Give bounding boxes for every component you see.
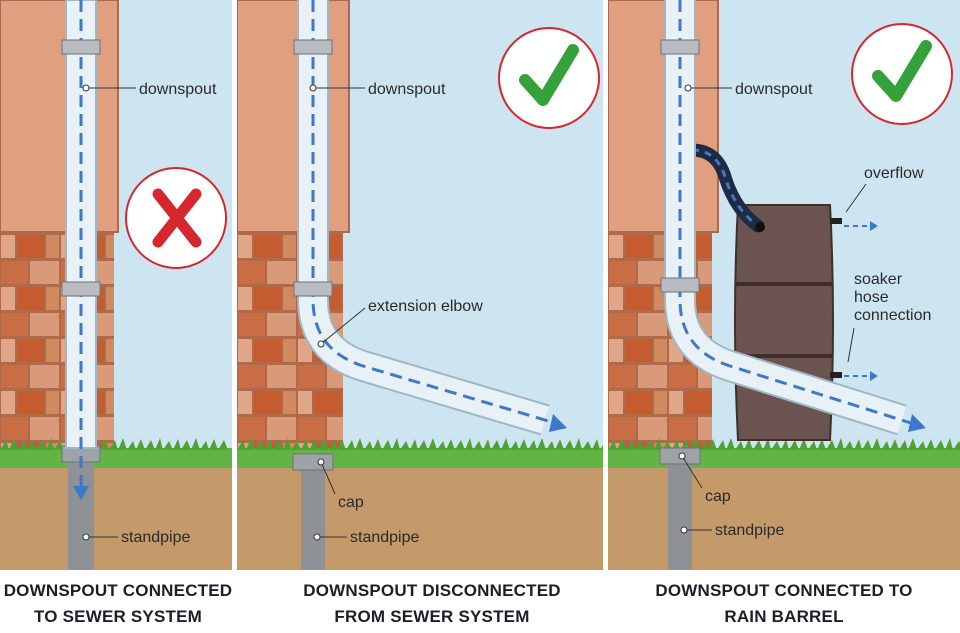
soil xyxy=(0,466,232,570)
leader-line xyxy=(845,183,867,213)
leader-dot xyxy=(313,533,321,541)
flow-arrow-head xyxy=(73,486,89,500)
leader-dot xyxy=(317,458,325,466)
leader-line xyxy=(320,307,366,345)
panel-disconnected-from-sewer: downspout extension elbow cap standpipe xyxy=(237,0,603,570)
leader-dot xyxy=(317,340,325,348)
caption-panel-3: DOWNSPOUT CONNECTED TO RAIN BARREL xyxy=(608,578,960,633)
label-standpipe: standpipe xyxy=(350,529,419,546)
caption-line-2: TO SEWER SYSTEM xyxy=(34,607,202,626)
label-downspout: downspout xyxy=(139,81,217,98)
flow-arrow xyxy=(311,0,556,425)
pipe-bracket xyxy=(293,281,333,297)
label-cap: cap xyxy=(338,494,364,511)
house-wall xyxy=(608,0,719,233)
leader-line xyxy=(681,455,703,489)
house-wall xyxy=(0,0,119,233)
overflow-arrow-head xyxy=(870,221,878,231)
pipe-bracket xyxy=(61,281,101,297)
panel-divider xyxy=(603,0,608,570)
flow-arrow-head xyxy=(549,414,567,432)
label-cap: cap xyxy=(705,488,731,505)
label-downspout: downspout xyxy=(368,81,446,98)
flow-arrow xyxy=(678,0,915,426)
label-soaker-hose-connection: soaker hose connection xyxy=(854,271,931,324)
label-soaker-line-1: soaker xyxy=(854,271,903,288)
leader-dot xyxy=(309,84,317,92)
caption-line-2: RAIN BARREL xyxy=(724,607,844,626)
caption-panel-1: DOWNSPOUT CONNECTED TO SEWER SYSTEM xyxy=(0,578,236,633)
status-badge xyxy=(498,27,600,129)
pipe-bracket xyxy=(293,39,333,55)
barrel-inlet xyxy=(755,222,765,232)
panel-divider xyxy=(232,0,237,570)
label-standpipe: standpipe xyxy=(715,522,784,539)
pipe-bracket xyxy=(61,39,101,55)
standpipe xyxy=(301,468,325,570)
panel-connected-to-rain-barrel: downspout overflow soaker hose connectio… xyxy=(608,0,960,570)
grass xyxy=(237,448,603,468)
leader-dot xyxy=(678,452,686,460)
standpipe xyxy=(668,462,692,570)
label-downspout: downspout xyxy=(735,81,813,98)
label-extension-elbow: extension elbow xyxy=(368,298,483,315)
soaker-spigot xyxy=(830,372,842,378)
caption-panel-2: DOWNSPOUT DISCONNECTED FROM SEWER SYSTEM xyxy=(237,578,627,633)
grass xyxy=(0,448,232,468)
label-overflow: overflow xyxy=(864,165,924,182)
caption-line-1: DOWNSPOUT CONNECTED xyxy=(3,581,233,600)
leader-dot xyxy=(684,84,692,92)
grass-blades xyxy=(0,438,228,450)
label-standpipe: standpipe xyxy=(121,529,190,546)
label-soaker-line-2: hose xyxy=(854,289,889,306)
caption-line-1: DOWNSPOUT CONNECTED TO xyxy=(655,581,913,600)
soaker-arrow-head xyxy=(870,371,878,381)
grass-blades xyxy=(608,438,960,450)
status-badge xyxy=(851,23,953,125)
leader-line xyxy=(847,327,855,363)
caption-line-1: DOWNSPOUT DISCONNECTED xyxy=(303,581,561,600)
leader-line xyxy=(320,461,336,495)
check-mark-icon xyxy=(872,40,932,102)
panel-connected-to-sewer: downspout standpipe xyxy=(0,0,232,570)
pipe-bracket xyxy=(660,277,700,293)
soil xyxy=(608,466,960,570)
panel-3-illustration: downspout overflow soaker hose connectio… xyxy=(608,0,960,570)
check-mark-icon xyxy=(519,44,579,106)
leader-dot xyxy=(82,533,90,541)
panel-1-illustration: downspout standpipe xyxy=(0,0,232,570)
flow-arrow-head xyxy=(908,414,926,432)
caption-line-2: FROM SEWER SYSTEM xyxy=(334,607,530,626)
soil xyxy=(237,466,603,570)
panel-2-illustration: downspout extension elbow cap standpipe xyxy=(237,0,603,570)
grass-blades xyxy=(237,438,603,450)
diverter-flow xyxy=(691,148,759,228)
pipe-bracket xyxy=(660,39,700,55)
leader-dot xyxy=(680,526,688,534)
overflow-spigot xyxy=(830,218,842,224)
standpipe-cap xyxy=(292,453,334,471)
house-wall xyxy=(237,0,350,233)
x-mark-icon xyxy=(152,188,202,248)
leader-dot xyxy=(82,84,90,92)
label-soaker-line-3: connection xyxy=(854,307,931,324)
